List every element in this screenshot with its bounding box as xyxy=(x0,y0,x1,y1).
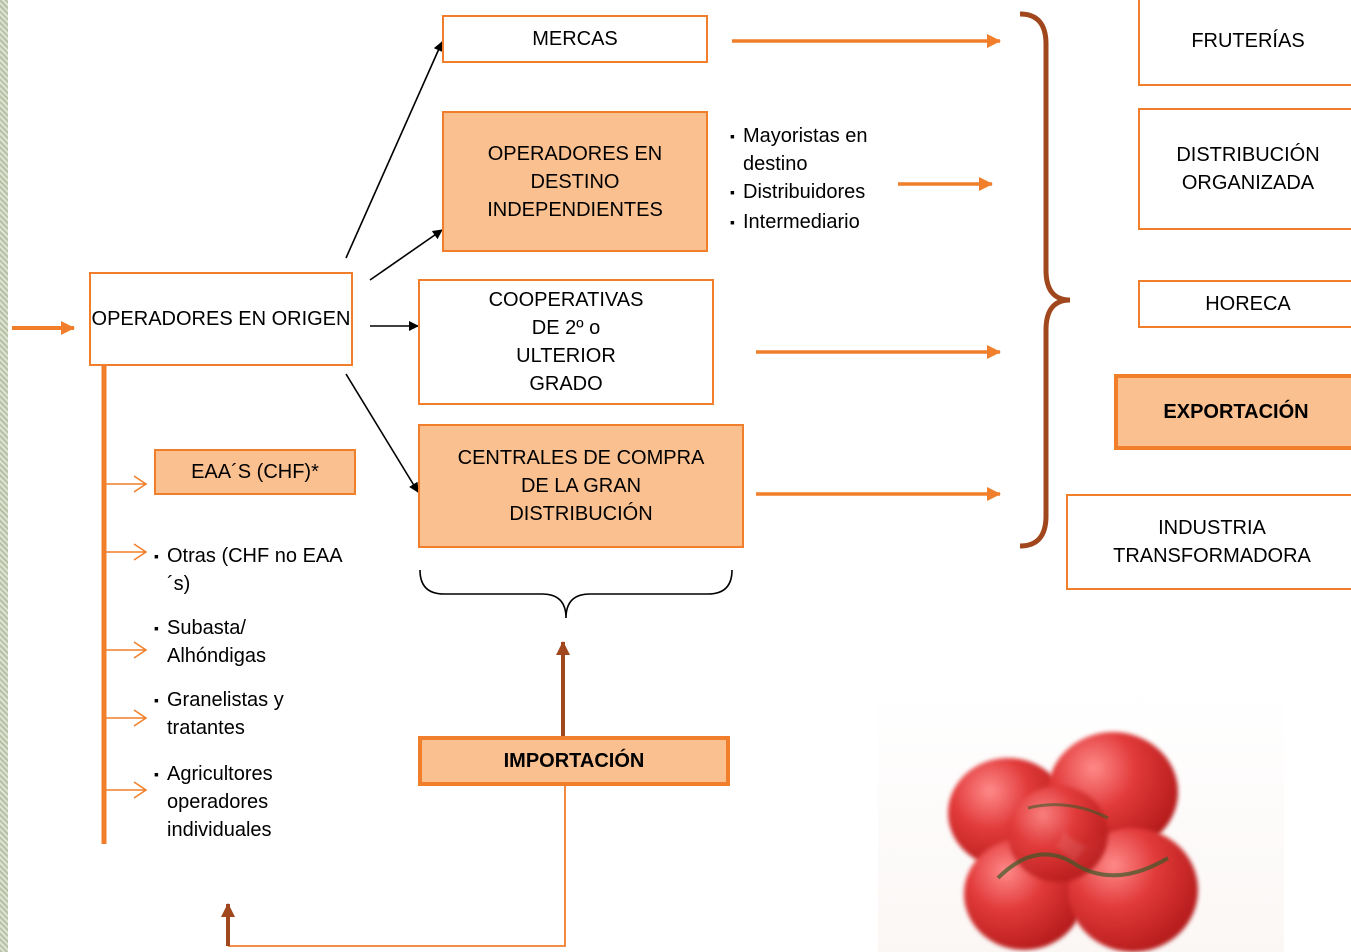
bullet-icon: ▪ xyxy=(730,184,735,200)
origen-list-item: ▪ Subasta/ Alhóndigas xyxy=(154,614,307,670)
importacion-box: IMPORTACIÓN xyxy=(418,736,730,786)
industria-label: INDUSTRIA TRANSFORMADORA xyxy=(1113,517,1311,567)
origen-item-2: Subasta/ Alhóndigas xyxy=(167,617,266,667)
bullet-icon: ▪ xyxy=(154,766,159,782)
vine-stems xyxy=(996,803,1170,880)
distribucion-label: DISTRIBUCIÓN ORGANIZADA xyxy=(1176,144,1320,194)
exportacion-label: EXPORTACIÓN xyxy=(1163,401,1309,423)
operadores-destino-label: OPERADORES EN DESTINO INDEPENDIENTES xyxy=(487,142,663,221)
origen-item-4: Agricultores operadores individuales xyxy=(167,763,273,841)
mercas-box: MERCAS xyxy=(442,15,708,63)
operadores-origen-box: OPERADORES EN ORIGEN xyxy=(89,272,353,366)
bullet-icon: ▪ xyxy=(154,548,159,564)
origen-list-item: ▪ Otras (CHF no EAA´s) xyxy=(154,542,347,598)
arrow-to-mercas xyxy=(345,41,443,259)
mercas-label: MERCAS xyxy=(532,28,618,50)
eaas-label: EAA´S (CHF)* xyxy=(191,461,319,483)
destination-brace xyxy=(1019,11,1071,549)
fruterias-label: FRUTERÍAS xyxy=(1191,30,1305,52)
importacion-label: IMPORTACIÓN xyxy=(503,750,645,772)
industria-box: INDUSTRIA TRANSFORMADORA xyxy=(1066,494,1351,590)
centrales-label: CENTRALES DE COMPRA DE LA GRAN DISTRIBUC… xyxy=(457,447,705,525)
destino-item-1: Mayoristas en destino xyxy=(743,125,868,175)
tomato-cluster-image xyxy=(878,688,1284,952)
cooperativas-box: COOPERATIVAS DE 2º o ULTERIOR GRADO xyxy=(418,279,714,405)
bullet-icon: ▪ xyxy=(730,128,735,144)
horeca-label: HORECA xyxy=(1205,293,1291,315)
exportacion-box: EXPORTACIÓN xyxy=(1114,374,1351,450)
destino-item-3: Intermediario xyxy=(743,211,860,233)
eaas-box: EAA´S (CHF)* xyxy=(154,449,356,495)
origen-item-3: Granelistas y tratantes xyxy=(167,689,284,739)
bullet-icon: ▪ xyxy=(730,214,735,230)
bullet-icon: ▪ xyxy=(154,692,159,708)
bullet-icon: ▪ xyxy=(154,620,159,636)
origen-item-1: Otras (CHF no EAA´s) xyxy=(167,545,343,595)
destino-item-2: Distribuidores xyxy=(743,181,866,203)
operadores-destino-box: OPERADORES EN DESTINO INDEPENDIENTES xyxy=(442,111,708,252)
fruterias-box: FRUTERÍAS xyxy=(1138,0,1351,86)
origen-sub-arrows xyxy=(106,475,148,799)
destino-list-item: ▪ Mayoristas en destino xyxy=(730,122,903,178)
left-border-stripe xyxy=(0,0,8,952)
destino-list-item: ▪ Distribuidores xyxy=(730,178,866,206)
centrales-brace xyxy=(419,569,733,619)
centrales-box: CENTRALES DE COMPRA DE LA GRAN DISTRIBUC… xyxy=(418,424,744,548)
horeca-box: HORECA xyxy=(1138,280,1351,328)
origen-list-item: ▪ Agricultores operadores individuales xyxy=(154,760,307,844)
arrow-to-centrales xyxy=(345,373,419,493)
destino-list-item: ▪ Intermediario xyxy=(730,208,860,236)
arrow-to-destino xyxy=(369,229,443,281)
cooperativas-label: COOPERATIVAS DE 2º o ULTERIOR GRADO xyxy=(488,289,644,395)
origen-list-item: ▪ Granelistas y tratantes xyxy=(154,686,327,742)
distribucion-box: DISTRIBUCIÓN ORGANIZADA xyxy=(1138,108,1351,230)
operadores-origen-label: OPERADORES EN ORIGEN xyxy=(91,308,351,330)
importacion-loop-line xyxy=(228,786,566,947)
